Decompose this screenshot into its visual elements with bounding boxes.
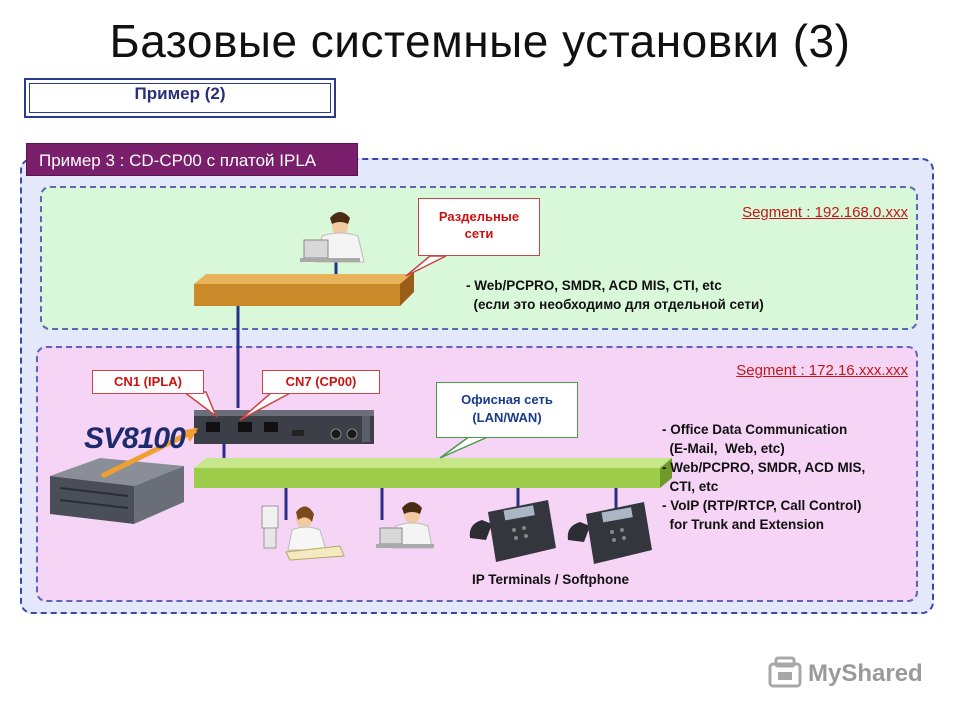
hub-1 [194, 272, 414, 306]
office-worker-icon [261, 505, 345, 561]
device-label: SV8100 [84, 422, 186, 455]
info-line: (если это необходимо для отдельной сети) [466, 297, 764, 312]
person-laptop-icon-1 [300, 212, 365, 263]
separate-networks-callout: Раздельные сети [418, 198, 540, 256]
example-caption: Пример 3 : CD-CP00 с платой IPLA [26, 143, 358, 176]
segment-2-label: Segment : 172.16.xxx.xxx [736, 362, 908, 379]
info-line: CTI, etc [662, 479, 719, 494]
cn1-callout: CN1 (IPLA) [92, 370, 204, 394]
person-laptop-icon-2 [376, 502, 434, 549]
callout-pointer-2 [439, 435, 491, 459]
watermark-text: MyShared [808, 660, 923, 687]
ip-phone-icon-2 [567, 502, 652, 564]
info-line: - Office Data Communication [662, 422, 848, 437]
example-label: Пример (2) [134, 84, 226, 103]
info-line: - Web/PCPRO, SMDR, ACD MIS, [662, 460, 866, 475]
segment-2-info: - Office Data Communication (E-Mail, Web… [662, 420, 865, 534]
segment-1-info: - Web/PCPRO, SMDR, ACD MIS, CTI, etc (ес… [466, 276, 764, 314]
ip-terminals-label: IP Terminals / Softphone [472, 572, 630, 587]
office-network-callout: Офисная сеть (LAN/WAN) [436, 382, 578, 438]
sv8100-chassis [50, 458, 184, 524]
callout-line: (LAN/WAN) [472, 410, 542, 425]
callout-line: Раздельные [438, 209, 520, 224]
callout-line: Офисная сеть [461, 392, 553, 407]
info-line: - Web/PCPRO, SMDR, ACD MIS, CTI, etc [466, 278, 722, 293]
segment-1-label: Segment : 192.168.0.xxx [742, 204, 908, 221]
ip-phone-icon-1 [469, 500, 556, 562]
sv8100-card [194, 410, 374, 444]
callout-pointer-1 [405, 255, 447, 277]
info-line: for Trunk and Extension [662, 517, 825, 532]
info-line: - VoIP (RTP/RTCP, Call Control) [662, 498, 862, 513]
hub-2 [194, 458, 672, 488]
arrow-head [184, 428, 198, 442]
watermark-logo-icon [768, 656, 802, 688]
cn7-callout: CN7 (CP00) [262, 370, 380, 394]
info-line: (E-Mail, Web, etc) [662, 441, 785, 456]
callout-line: сети [464, 226, 494, 241]
example-box [24, 78, 336, 118]
arrow-line [100, 427, 198, 479]
page-title: Базовые системные установки (3) [109, 15, 851, 67]
